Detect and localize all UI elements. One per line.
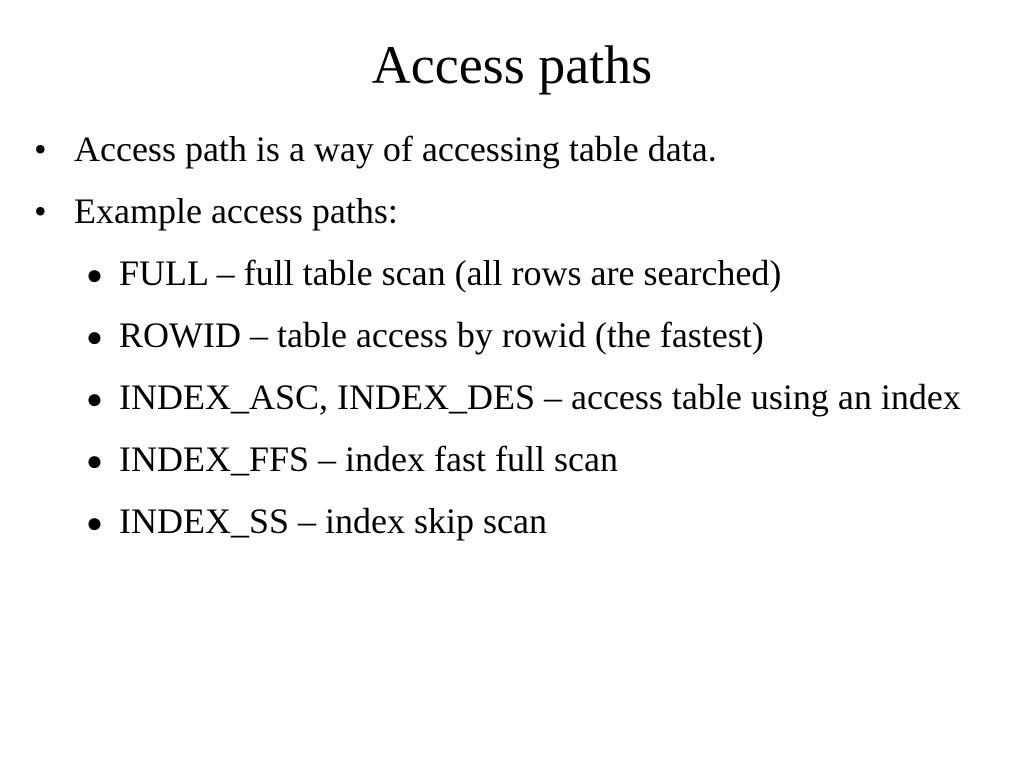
sub-bullet-item: ● INDEX_ASC, INDEX_DES – access table us… bbox=[0, 376, 1024, 418]
sub-bullet-dot-icon: ● bbox=[86, 322, 103, 353]
sub-bullet-dot-icon: ● bbox=[86, 446, 103, 477]
slide-title: Access paths bbox=[371, 35, 653, 95]
bullet-item: • Access path is a way of accessing tabl… bbox=[0, 128, 1024, 170]
bullet-text: Example access paths: bbox=[74, 191, 398, 231]
bullet-dot-icon: • bbox=[34, 129, 47, 169]
sub-bullet-item: ● FULL – full table scan (all rows are s… bbox=[0, 252, 1024, 294]
bullet-item: • Example access paths: bbox=[0, 190, 1024, 232]
sub-bullet-text: FULL – full table scan (all rows are sea… bbox=[119, 253, 782, 293]
bullet-dot-icon: • bbox=[34, 191, 47, 231]
sub-bullet-item: ● ROWID – table access by rowid (the fas… bbox=[0, 314, 1024, 356]
bullet-list: • Access path is a way of accessing tabl… bbox=[0, 128, 1024, 562]
sub-bullet-dot-icon: ● bbox=[86, 260, 103, 291]
sub-bullet-text: INDEX_FFS – index fast full scan bbox=[119, 439, 618, 479]
sub-bullet-text: INDEX_SS – index skip scan bbox=[119, 501, 547, 541]
sub-bullet-text: INDEX_ASC, INDEX_DES – access table usin… bbox=[119, 377, 961, 417]
sub-bullet-item: ● INDEX_FFS – index fast full scan bbox=[0, 438, 1024, 480]
sub-bullet-item: ● INDEX_SS – index skip scan bbox=[0, 500, 1024, 542]
bullet-text: Access path is a way of accessing table … bbox=[74, 129, 717, 169]
sub-bullet-dot-icon: ● bbox=[86, 384, 103, 415]
sub-bullet-dot-icon: ● bbox=[86, 508, 103, 539]
sub-bullet-text: ROWID – table access by rowid (the faste… bbox=[119, 315, 764, 355]
